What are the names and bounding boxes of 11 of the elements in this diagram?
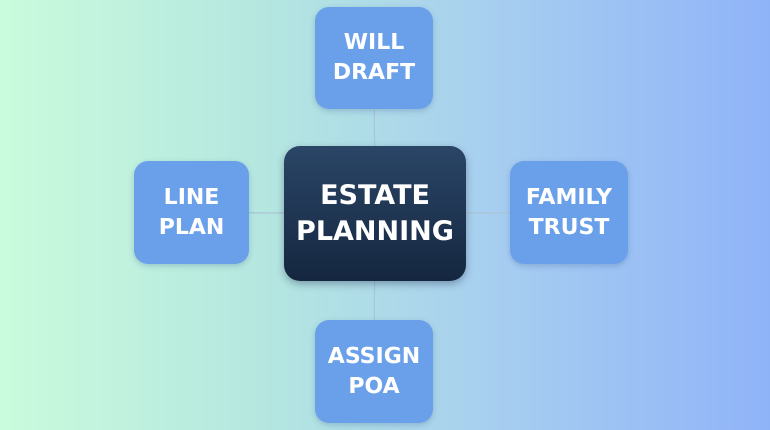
- node-label: LINE PLAN: [158, 184, 226, 242]
- topic-box: [315, 320, 433, 423]
- node-label: FAMILY TRUST: [524, 184, 614, 242]
- topic-box: [315, 7, 433, 109]
- connector-line: [249, 212, 284, 214]
- node-label: ASSIGN POA: [326, 342, 422, 400]
- node-label: ESTATE PLANNING: [295, 178, 455, 248]
- node-label: WILL DRAFT: [332, 29, 416, 87]
- topic-box: [510, 161, 628, 264]
- central-topic-box: [284, 146, 466, 281]
- topic-box: [134, 161, 249, 264]
